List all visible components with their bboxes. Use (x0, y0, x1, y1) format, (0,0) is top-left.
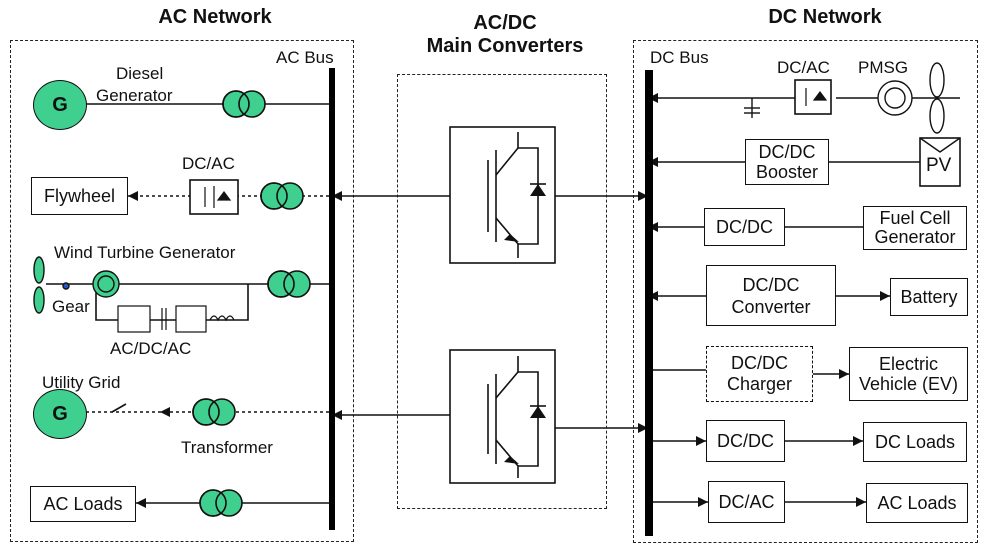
fuel-cell-line2: Generator (874, 227, 956, 247)
ev-line2: Vehicle (EV) (858, 374, 959, 394)
booster-line1: DC/DC (758, 142, 816, 162)
converters-header: AC/DC Main Converters (390, 12, 620, 58)
ac-network-frame (10, 40, 354, 542)
dcdc-booster-box: DC/DC Booster (745, 139, 829, 185)
electric-vehicle-box: Electric Vehicle (EV) (849, 347, 968, 401)
dcdc-converter-box: DC/DC Converter (706, 265, 836, 326)
dc-bus-label: DC Bus (650, 48, 709, 67)
gear-label: Gear (52, 297, 90, 316)
booster-line2: Booster (755, 162, 819, 182)
converters-header-line2: Main Converters (426, 35, 584, 57)
transformer-label: Transformer (181, 438, 273, 457)
dc-network-header: DC Network (768, 6, 882, 28)
converter-line1: DC/DC (742, 274, 800, 295)
converter-line2: Converter (731, 296, 811, 317)
ac-loads-box-left: AC Loads (30, 486, 136, 522)
dc-bus (645, 70, 653, 536)
dc-loads-box: DC Loads (863, 422, 967, 462)
ac-loads-box-right: AC Loads (866, 483, 968, 523)
diesel-generator-symbol: G (33, 80, 87, 130)
dc-dcac-label: DC/AC (777, 58, 830, 77)
dc-network-frame (633, 40, 978, 543)
wind-turbine-label: Wind Turbine Generator (54, 243, 236, 262)
dcac-loads-box: DC/AC (708, 481, 785, 523)
dcdc-fuelcell-box: DC/DC (704, 208, 785, 246)
dcdc-loads-box: DC/DC (706, 420, 785, 462)
utility-grid-label: Utility Grid (42, 373, 121, 392)
dcdc-charger-box: DC/DC Charger (706, 346, 813, 402)
charger-line1: DC/DC (731, 353, 788, 373)
dcac-label-ac: DC/AC (182, 154, 235, 173)
charger-line2: Charger (726, 374, 793, 394)
fuel-cell-line1: Fuel Cell (879, 208, 951, 228)
ac-network-header: AC Network (158, 6, 272, 28)
fuel-cell-generator-box: Fuel Cell Generator (863, 206, 967, 250)
acdcac-label: AC/DC/AC (110, 339, 192, 358)
converters-header-line1: AC/DC (473, 12, 537, 34)
battery-box: Battery (890, 278, 968, 316)
pv-label: PV (926, 155, 952, 176)
diesel-label-line1: Diesel (116, 64, 164, 83)
flywheel-box: Flywheel (31, 177, 128, 215)
diesel-label-line2: Generator (96, 86, 173, 105)
utility-grid-generator-symbol: G (33, 389, 87, 439)
ac-bus (329, 68, 335, 530)
ac-bus-label: AC Bus (276, 48, 334, 67)
ev-line1: Electric (878, 354, 938, 374)
converters-frame (397, 74, 607, 509)
pmsg-label: PMSG (858, 58, 909, 77)
